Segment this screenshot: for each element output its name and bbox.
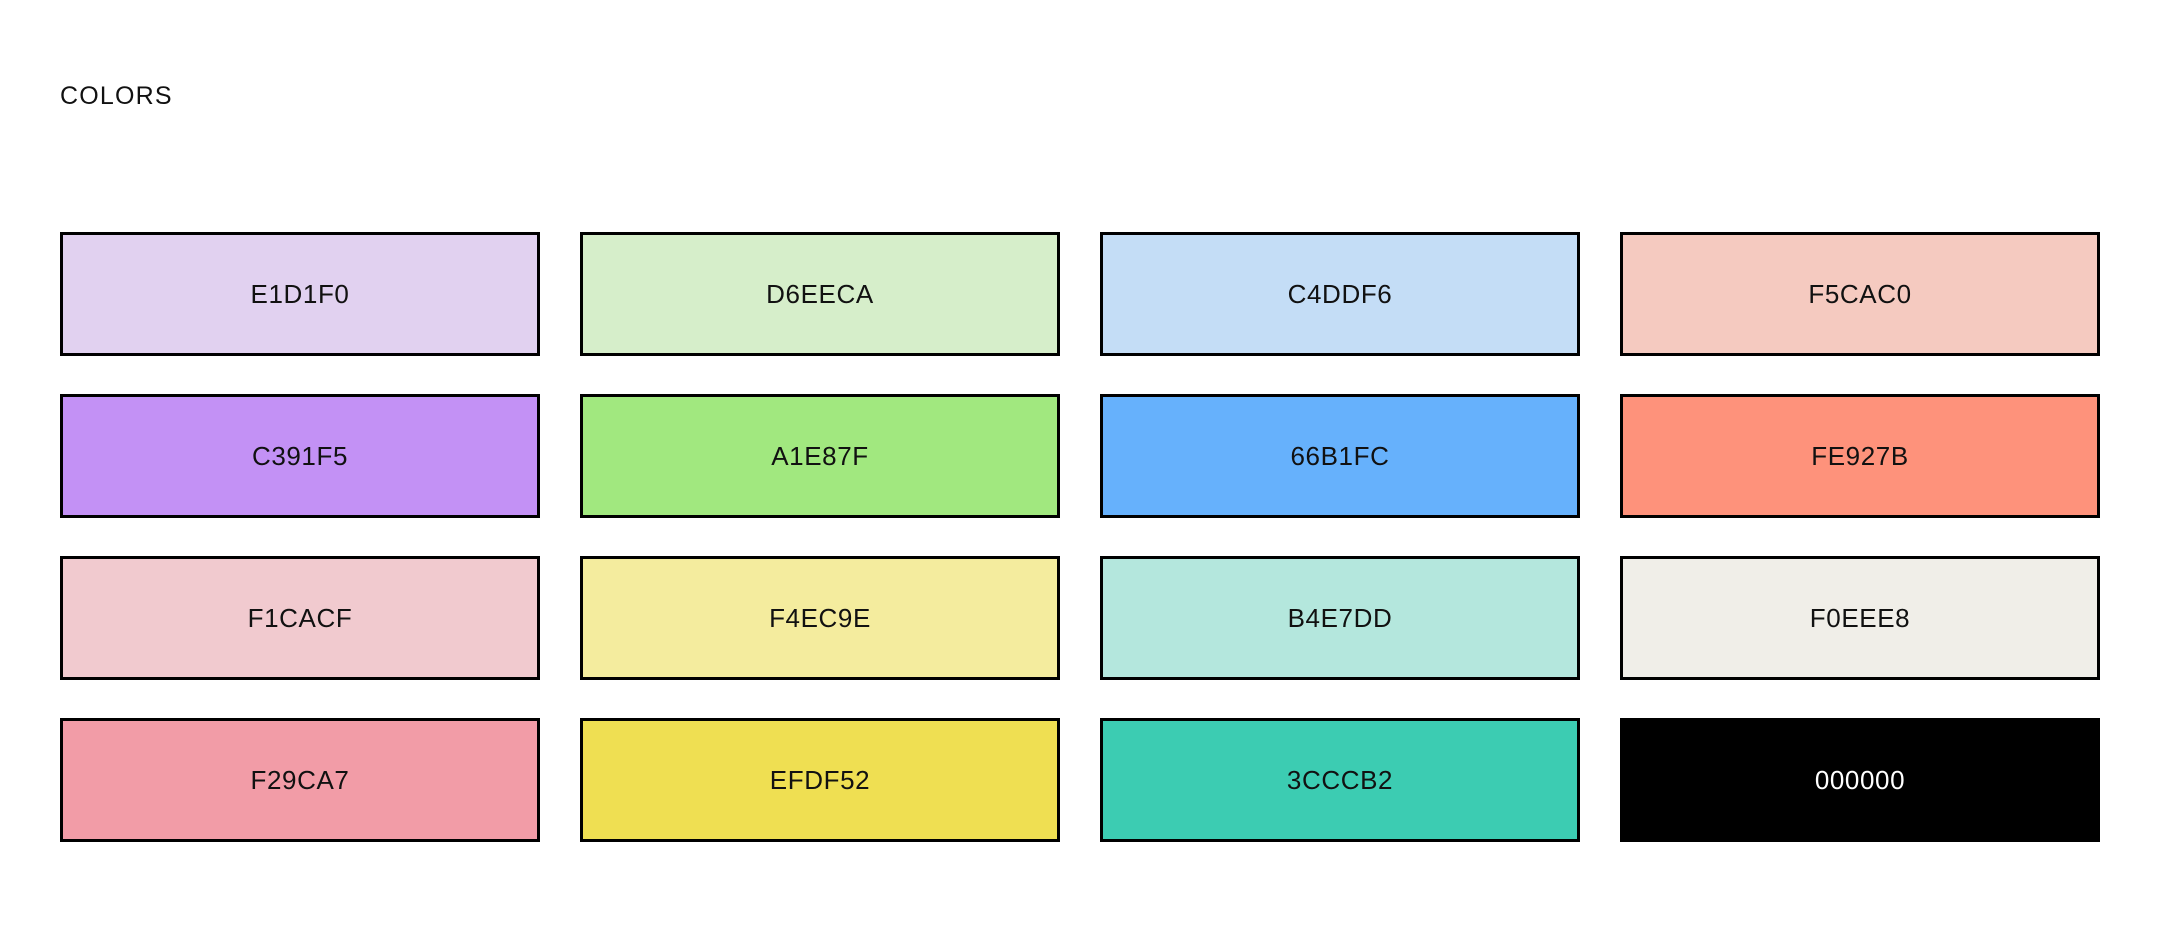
color-swatch-label: F5CAC0 [1808, 279, 1912, 309]
color-swatch-label: E1D1F0 [250, 279, 350, 309]
color-swatch[interactable]: FE927B [1620, 394, 2100, 518]
color-swatch-label: EFDF52 [769, 765, 871, 795]
color-swatch[interactable]: F29CA7 [60, 718, 540, 842]
color-swatch[interactable]: D6EECA [580, 232, 1060, 356]
color-swatch[interactable]: F4EC9E [580, 556, 1060, 680]
color-swatch-label: 000000 [1814, 765, 1906, 795]
color-swatch-label: D6EECA [766, 279, 874, 309]
color-swatch[interactable]: B4E7DD [1100, 556, 1580, 680]
color-swatch-label: B4E7DD [1287, 603, 1393, 633]
color-swatch[interactable]: C391F5 [60, 394, 540, 518]
color-swatch-label: C4DDF6 [1287, 279, 1393, 309]
color-swatch[interactable]: F0EEE8 [1620, 556, 2100, 680]
color-swatch[interactable]: 3CCCB2 [1100, 718, 1580, 842]
color-swatch-label: 66B1FC [1290, 441, 1390, 471]
color-swatch-label: C391F5 [251, 441, 349, 471]
color-swatch[interactable]: C4DDF6 [1100, 232, 1580, 356]
color-swatch-label: F4EC9E [769, 603, 871, 633]
color-swatch[interactable]: A1E87F [580, 394, 1060, 518]
color-swatch[interactable]: EFDF52 [580, 718, 1060, 842]
color-swatch[interactable]: 000000 [1620, 718, 2100, 842]
color-swatch-label: F0EEE8 [1809, 603, 1911, 633]
color-swatch[interactable]: 66B1FC [1100, 394, 1580, 518]
color-swatch-label: F29CA7 [250, 765, 350, 795]
page-title: COLORS [60, 82, 173, 110]
color-swatch[interactable]: E1D1F0 [60, 232, 540, 356]
color-swatch-label: A1E87F [771, 441, 869, 471]
color-swatch[interactable]: F1CACF [60, 556, 540, 680]
color-swatch[interactable]: F5CAC0 [1620, 232, 2100, 356]
color-swatch-label: FE927B [1811, 441, 1909, 471]
color-swatch-label: F1CACF [247, 603, 353, 633]
color-swatch-label: 3CCCB2 [1286, 765, 1394, 795]
